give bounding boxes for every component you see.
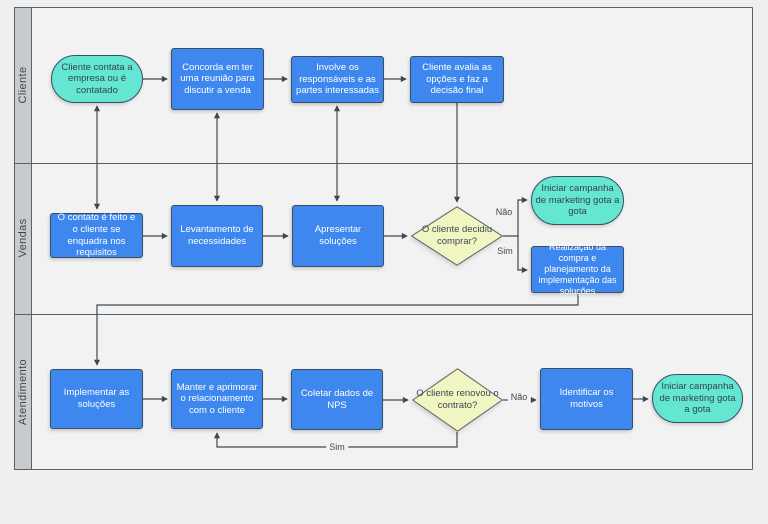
node-identificar-motivos[interactable]: Identificar os motivos: [540, 368, 633, 430]
node-iniciar-campanha-vendas[interactable]: Iniciar campanha de marketing gota a got…: [531, 176, 624, 225]
node-label: Apresentar soluções: [314, 224, 362, 247]
node-label: Iniciar campanha de marketing gota a got…: [535, 183, 620, 218]
edge-label-sim-renovou: Sim: [326, 442, 348, 452]
lane-divider-vendas-atendimento: [14, 314, 753, 315]
node-label: Coletar dados de NPS: [300, 387, 374, 411]
diamond-shape: [412, 368, 503, 432]
node-label: Concorda em ter uma reunião para discuti…: [180, 61, 255, 96]
node-label: Iniciar campanha de marketing gota a got…: [659, 381, 736, 416]
node-apresentar-solucoes[interactable]: Apresentar soluções: [292, 205, 384, 267]
node-label: O cliente decidiu comprar?: [421, 224, 493, 247]
node-implementar-solucoes[interactable]: Implementar as soluções: [50, 369, 143, 429]
node-levantamento-necessidades[interactable]: Levantamento de necessidades: [171, 205, 263, 267]
lane-label-cliente: Cliente: [17, 66, 29, 104]
edge-label-nao-renovou: Não: [507, 392, 531, 402]
node-contato-feito[interactable]: O contato é feito e o cliente se enquadr…: [50, 212, 143, 259]
node-label: Involve os responsáveis e as partes inte…: [296, 62, 379, 97]
node-label: Cliente contata a empresa ou é contatado: [61, 61, 133, 96]
node-realizacao-compra[interactable]: Realização da compra e planejamento da i…: [531, 242, 624, 296]
node-cliente-contata[interactable]: Cliente contata a empresa ou é contatado: [51, 55, 143, 103]
lane-divider-cliente-vendas: [14, 163, 753, 164]
lane-label-atendimento: Atendimento: [17, 358, 29, 426]
swimlane-header-column: [14, 7, 32, 470]
diamond-shape: [411, 206, 503, 266]
edge-label-sim-comprar: Sim: [497, 246, 513, 256]
node-decisao-renovou[interactable]: O cliente renovou o contrato?: [412, 368, 503, 432]
node-label: Identificar os motivos: [559, 387, 614, 410]
node-label: O cliente renovou o contrato?: [416, 388, 499, 411]
node-label: Realização da compra e planejamento da i…: [538, 242, 617, 296]
node-cliente-avalia[interactable]: Cliente avalia as opções e faz a decisão…: [410, 56, 504, 103]
edge-label-nao-comprar: Não: [495, 207, 513, 217]
node-label: Manter e aprimorar o relacionamento com …: [176, 381, 258, 416]
node-decisao-comprar[interactable]: O cliente decidiu comprar?: [411, 206, 503, 266]
node-manter-relacionamento[interactable]: Manter e aprimorar o relacionamento com …: [171, 369, 263, 429]
node-concorda-reuniao[interactable]: Concorda em ter uma reunião para discuti…: [171, 48, 264, 110]
lane-label-vendas: Vendas: [17, 218, 29, 258]
node-label: Implementar as soluções: [63, 387, 130, 410]
node-label: Cliente avalia as opções e faz a decisão…: [422, 62, 492, 97]
node-label: Levantamento de necessidades: [180, 224, 254, 247]
node-coletar-nps[interactable]: Coletar dados de NPS: [291, 369, 383, 430]
node-label: O contato é feito e o cliente se enquadr…: [57, 212, 136, 259]
node-involve-responsaveis[interactable]: Involve os responsáveis e as partes inte…: [291, 56, 384, 103]
node-iniciar-campanha-atendimento[interactable]: Iniciar campanha de marketing gota a got…: [652, 374, 743, 423]
